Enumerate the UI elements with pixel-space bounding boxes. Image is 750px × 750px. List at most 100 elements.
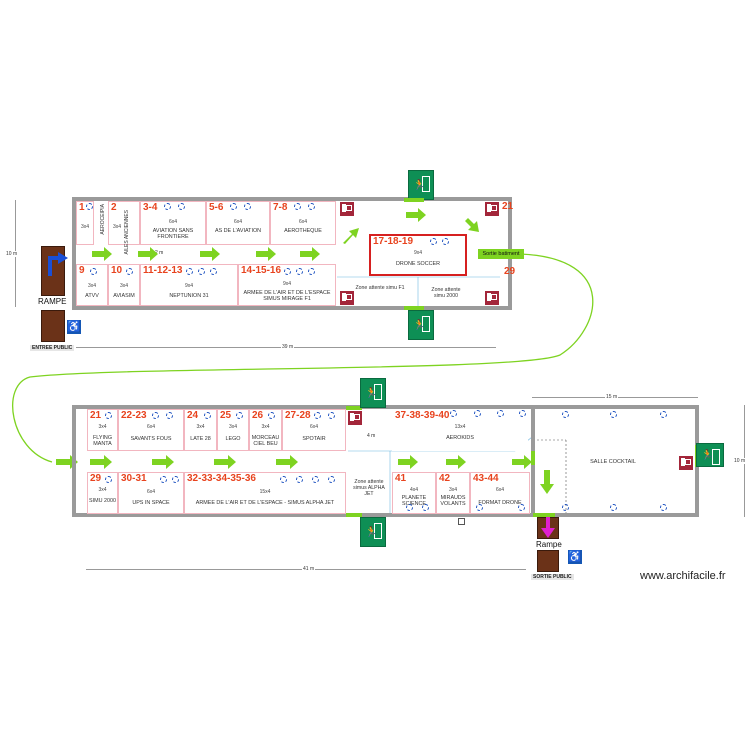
stand-dimensions: 3x4 (98, 424, 107, 430)
stand-26[interactable]: 26 3x4 MORCEAU CIEL BEU (249, 409, 282, 451)
stand-32-36[interactable]: 32-33-34-35-36 15x4 ARMEE DE L'AIR ET DE… (184, 472, 346, 514)
emergency-exit-icon: 🏃 (696, 443, 724, 467)
fan-icon (105, 476, 112, 483)
stand-name: SPOTAIR (302, 436, 326, 442)
stand-number-29: 29 (504, 266, 516, 277)
stand-3-4[interactable]: 3-4 6x4 AVIATION SANS FRONTIERE (140, 201, 206, 245)
stand-37-38-39-40[interactable]: 37-38-39-40 13x4 AEROKIDS (392, 409, 528, 451)
stand-41[interactable]: 41 4x4 PLANETE SCIENCE (392, 472, 436, 514)
fan-icon (126, 268, 133, 275)
stand-number: 11-12-13 (143, 265, 183, 276)
entry-arrow-icon (48, 252, 68, 276)
stand-name: ARMEE DE L'AIR ET DE L'ESPACE SIMUS MIRA… (243, 290, 331, 302)
stand-dimensions: 6x4 (495, 487, 505, 493)
stand-number: 26 (252, 410, 264, 421)
stand-22-23[interactable]: 22-23 6x4 SAVANTS FOUS (118, 409, 184, 451)
stand-number: 1 (79, 202, 85, 213)
fan-icon (294, 203, 301, 210)
stand-name: UPS IN SPACE (132, 500, 170, 506)
stand-24[interactable]: 24 3x4 LATE 28 (184, 409, 217, 451)
fan-icon (422, 504, 429, 511)
emergency-exit-icon: 🏃 (360, 517, 386, 547)
stand-name: AVIATION SANS FRONTIERE (152, 228, 194, 240)
fan-icon (296, 268, 303, 275)
stand-name: ATVV (85, 293, 99, 299)
stand-dimensions: 15x4 (259, 489, 271, 495)
stand-2[interactable]: 2 3x4 (108, 201, 140, 245)
stand-number: 43-44 (473, 473, 499, 484)
stand-name: NEPTUNION 31 (169, 293, 209, 299)
stand-7-8[interactable]: 7-8 6x4 AEROTHEQUE (270, 201, 336, 245)
fan-icon (230, 203, 237, 210)
fan-icon (296, 476, 303, 483)
fan-icon (86, 203, 93, 210)
stand-11-12-13[interactable]: 11-12-13 9x4 NEPTUNION 31 (140, 264, 238, 306)
flow-arrow (465, 218, 479, 232)
stand-dimensions: 3x4 (228, 424, 238, 430)
wall (72, 197, 512, 201)
fan-icon (497, 410, 504, 417)
stand-21[interactable]: 21 3x4 FLYING MANTA (87, 409, 118, 451)
stand-dimensions: 3x4 (112, 224, 122, 230)
fan-icon (210, 268, 217, 275)
dimension-label: 10 m (5, 251, 19, 257)
stand-42[interactable]: 42 3x4 MIRAUDS VOLANTS (436, 472, 470, 514)
stand-10[interactable]: 10 3x4 AVIASIM (108, 264, 140, 306)
stand-dimensions: 13x4 (454, 424, 466, 430)
exit-door-marker (531, 451, 535, 465)
stand-number: 14-15-16 (241, 265, 282, 276)
stand-dimensions: 3x4 (87, 283, 97, 289)
fan-icon (166, 412, 173, 419)
zone-attente-f1: Zone attente simu F1 (355, 285, 405, 291)
fan-icon (610, 411, 617, 418)
emergency-exit-icon: 🏃 (408, 170, 434, 200)
exit-door-marker (404, 198, 424, 202)
emergency-exit-icon: 🏃 (408, 310, 434, 340)
flow-arrow (256, 247, 276, 261)
stand-17-18-19[interactable]: 17-18-19 9x4 DRONE SOCCER (369, 234, 467, 276)
fan-icon (204, 412, 211, 419)
stand-name: LEGO (225, 436, 241, 442)
stand-dimensions: 3x4 (80, 224, 90, 230)
flow-arrow (512, 455, 532, 469)
exit-door-marker (404, 306, 424, 310)
stand-number: 30-31 (121, 473, 147, 484)
stand-5-6[interactable]: 5-6 6x4 AS DE L'AVIATION (206, 201, 270, 245)
fan-icon (406, 504, 413, 511)
stand-name: DRONE SOCCER (395, 261, 441, 267)
salle-cocktail-label: SALLE COCKTAIL (590, 459, 636, 465)
stand-dimensions: 6x4 (146, 489, 156, 495)
stand-dimensions: 4x4 (409, 487, 419, 493)
stand-name: FLYING MANTA (92, 435, 113, 447)
stand-number: 25 (220, 410, 232, 421)
fan-icon (450, 410, 457, 417)
fan-icon (660, 411, 667, 418)
stand-dimensions: 3x4 (448, 487, 458, 493)
fan-icon (186, 268, 193, 275)
flow-arrow (214, 455, 236, 469)
stand-14-15-16[interactable]: 14-15-16 9x4 ARMEE DE L'AIR ET DE L'ESPA… (238, 264, 336, 306)
stand-name: MIRAUDS VOLANTS (440, 495, 466, 507)
stand-dimensions: 9x4 (282, 281, 292, 287)
flow-arrow (398, 455, 418, 469)
stand-dimensions: 3x4 (196, 424, 205, 430)
stand-dimensions: 3x4 (119, 283, 129, 289)
fire-extinguisher-icon (340, 202, 354, 216)
ramp-label: RAMPE (38, 297, 67, 306)
stand-1[interactable]: 1 3x4 (76, 201, 94, 245)
fan-icon (328, 476, 335, 483)
fan-icon (328, 412, 335, 419)
stand-25[interactable]: 25 3x4 LEGO (217, 409, 249, 451)
fire-extinguisher-icon (348, 411, 362, 425)
flow-arrow (92, 247, 112, 261)
fan-icon (430, 238, 437, 245)
fan-icon (280, 476, 287, 483)
stand-29[interactable]: 29 3x4 SIMU 2000 (87, 472, 118, 514)
stand-number: 32-33-34-35-36 (187, 473, 256, 484)
fan-icon (562, 411, 569, 418)
stand-name: PLANETE SCIENCE (401, 495, 427, 507)
flow-arrow (343, 228, 359, 244)
stand-number: 24 (187, 410, 199, 421)
stand-dimensions: 6x4 (146, 424, 156, 430)
fire-extinguisher-icon (485, 291, 499, 305)
